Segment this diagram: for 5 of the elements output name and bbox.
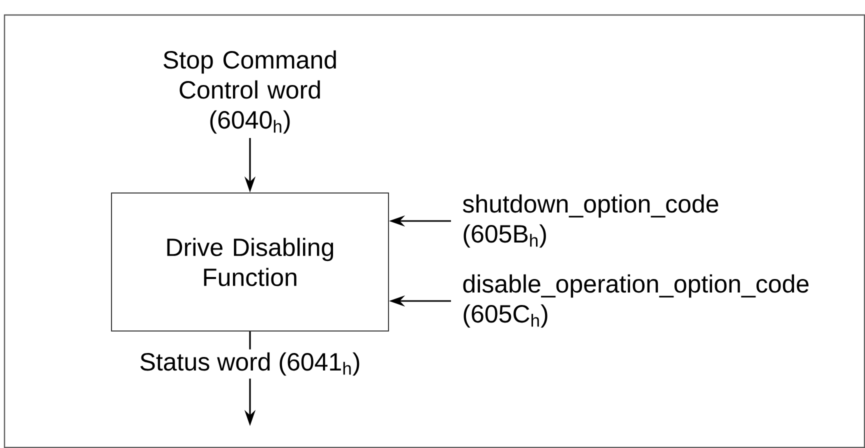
- signal-label: disable_operation_option_code (605C$_{h}$): [463, 274, 809, 328]
- edge-label: Status word (6041$_{h}$): [136, 349, 364, 379]
- function-box: Drive Disabling Function: [111, 192, 389, 332]
- signal-label: shutdown_option_code (605B$_{h}$): [462, 194, 718, 248]
- signal-label: Stop Command Control word (6040$_{h}$): [164, 50, 336, 134]
